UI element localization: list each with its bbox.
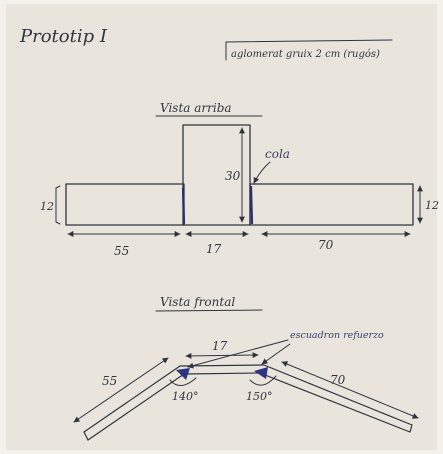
front-dim-middle-length: 17 [212, 339, 228, 353]
reinforcement-label: escuadron refuerzo [290, 330, 384, 341]
dim-middle-length: 17 [206, 242, 222, 256]
dim-left-length: 55 [114, 244, 129, 258]
glue-leader [253, 161, 271, 184]
reinforcement-label-text: escuadron refuerzo [290, 330, 384, 341]
front-right-board-end [409, 424, 413, 433]
note-overline [225, 39, 393, 43]
sketch-title: Prototip I [19, 26, 108, 47]
front-view-heading-underline [155, 309, 263, 312]
top-view-heading: Vista arriba [160, 101, 232, 115]
front-left-board-end [83, 431, 89, 441]
dim-left-height: 12 [40, 200, 54, 213]
glue-joint-left [181, 187, 186, 225]
front-dim-right-line [281, 361, 419, 419]
angle-right: 150° [246, 390, 273, 403]
dim-middle-height: 30 [225, 169, 241, 183]
front-dim-left-length: 55 [102, 374, 117, 388]
glue-joint-right [249, 185, 254, 225]
front-middle-board-bottom [183, 372, 261, 375]
dim-left-height-bracket [55, 185, 61, 225]
top-middle-piece [182, 124, 251, 226]
dim-right-length: 70 [318, 238, 334, 252]
joint-right-bracket [254, 367, 268, 379]
angle-right-arc [249, 375, 277, 386]
top-right-plank [249, 183, 414, 226]
reinforcement-leader-left [187, 339, 289, 369]
front-dim-middle-line [185, 352, 259, 359]
front-dim-left-line [73, 357, 169, 423]
angle-left-arc [169, 377, 197, 386]
front-view-heading: Vista frontal [160, 295, 235, 309]
material-note: aglomerat gruix 2 cm (rugós) [231, 49, 380, 60]
reinforcement-leader-right [261, 343, 291, 365]
joint-left-bracket [176, 368, 190, 380]
glue-label: cola [265, 147, 290, 161]
paper-sheet [6, 4, 437, 450]
dim-right-height: 12 [425, 199, 439, 212]
angle-left: 140° [172, 390, 199, 403]
front-dim-right-length: 70 [330, 373, 346, 387]
